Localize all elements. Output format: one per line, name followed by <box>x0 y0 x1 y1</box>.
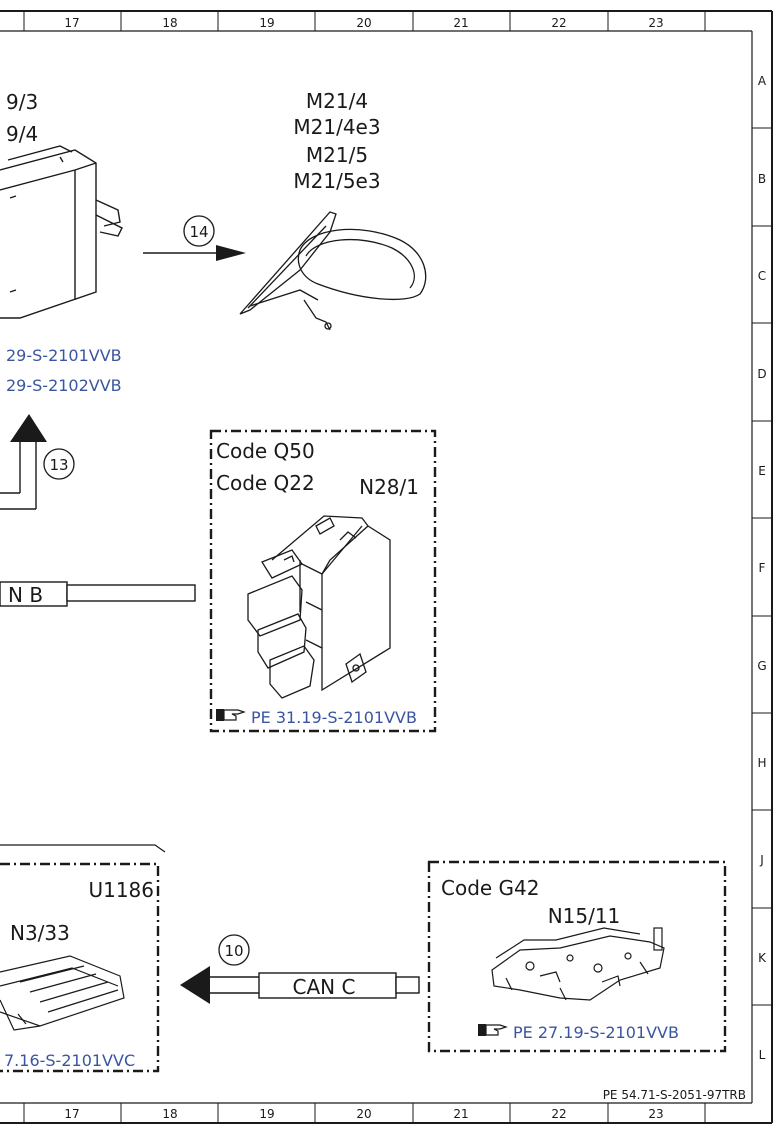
grid-column-label: 18 <box>162 16 177 30</box>
reference-link[interactable]: 7.16-S-2101VVC <box>4 1051 135 1070</box>
n28-component-box: Code Q50 Code Q22 N28/1 PE 31.19-S-2101V… <box>209 429 437 733</box>
mirror-component: M21/4 M21/4e3 M21/5 M21/5e3 <box>239 89 427 331</box>
control-unit-illustration <box>0 955 125 1031</box>
grid-column-label: 22 <box>551 1107 566 1121</box>
grid-column-label: 21 <box>453 1107 468 1121</box>
left-control-module: 9/3 9/4 29-S-2101VVB 29-S-2102VVB <box>0 90 123 395</box>
grid-row-label: C <box>758 269 766 283</box>
component-title: U1186 <box>88 878 154 902</box>
reference-link[interactable]: PE 31.19-S-2101VVB <box>251 708 417 727</box>
grid-column-label: 19 <box>259 1107 274 1121</box>
grid-row-label: F <box>759 561 766 575</box>
drawing-frame <box>0 10 773 1124</box>
component-code: N28/1 <box>359 475 419 499</box>
grid-column-label: 17 <box>64 1107 79 1121</box>
grid-row-label: J <box>759 853 764 867</box>
reference-link[interactable]: PE 27.19-S-2101VVB <box>513 1023 679 1042</box>
connection-number: 13 <box>49 456 68 474</box>
column-labels-top: 17 18 19 20 21 22 23 <box>64 16 663 30</box>
connection-arrow-13: 13 <box>0 414 75 510</box>
grid-row-label: H <box>757 756 766 770</box>
grid-row-label: E <box>758 464 766 478</box>
u1186-component-box: U1186 N3/33 7.16-S-2101VVC <box>0 844 166 1073</box>
column-labels-bottom: 17 18 19 20 21 22 23 <box>64 1107 663 1121</box>
bus-label: N B <box>8 583 43 607</box>
connection-number: 14 <box>189 223 208 241</box>
n15-component-box: Code G42 N15/11 PE 27.19-S-2101VVB <box>427 860 727 1053</box>
grid-column-label: 21 <box>453 16 468 30</box>
valve-body-illustration <box>491 927 665 1001</box>
grid-column-label: 23 <box>648 16 663 30</box>
grid-row-label: D <box>757 367 766 381</box>
grid-row-label: B <box>758 172 766 186</box>
control-unit-illustration <box>0 145 123 319</box>
grid-column-label: 22 <box>551 16 566 30</box>
grid-column-label: 17 <box>64 16 79 30</box>
connection-number: 10 <box>224 942 243 960</box>
reference-link[interactable]: 29-S-2102VVB <box>6 376 122 395</box>
grid-row-label: L <box>759 1048 766 1062</box>
can-b-bus: N B <box>0 581 196 607</box>
component-code: M21/5e3 <box>293 169 380 193</box>
component-code: N3/33 <box>10 921 70 945</box>
pointing-hand-icon <box>216 709 246 721</box>
component-code: M21/4e3 <box>293 115 380 139</box>
component-code: N15/11 <box>548 904 621 928</box>
grid-row-label: K <box>758 951 767 965</box>
bus-label: CAN C <box>293 975 356 999</box>
drawing-id: PE 54.71-S-2051-97TRB <box>603 1088 746 1102</box>
component-code: 9/3 <box>6 90 38 114</box>
connection-arrow-14: 14 <box>143 215 246 261</box>
connection-arrow-10: CAN C 10 <box>180 934 420 1004</box>
grid-column-label: 19 <box>259 16 274 30</box>
grid-column-label: 20 <box>356 1107 371 1121</box>
component-code: M21/5 <box>306 143 368 167</box>
mirror-illustration <box>239 211 427 331</box>
pointing-hand-icon <box>478 1024 508 1036</box>
option-code: Code Q50 <box>216 439 315 463</box>
option-code: Code G42 <box>441 876 540 900</box>
grid-column-label: 20 <box>356 16 371 30</box>
grid-row-label: G <box>757 659 766 673</box>
reference-link[interactable]: 29-S-2101VVB <box>6 346 122 365</box>
option-code: Code Q22 <box>216 471 315 495</box>
grid-column-label: 18 <box>162 1107 177 1121</box>
grid-column-label: 23 <box>648 1107 663 1121</box>
component-code: 9/4 <box>6 122 38 146</box>
component-code: M21/4 <box>306 89 368 113</box>
control-unit-illustration <box>247 515 391 699</box>
row-labels: A B C D E F G H J K L <box>757 74 767 1062</box>
grid-row-label: A <box>758 74 767 88</box>
